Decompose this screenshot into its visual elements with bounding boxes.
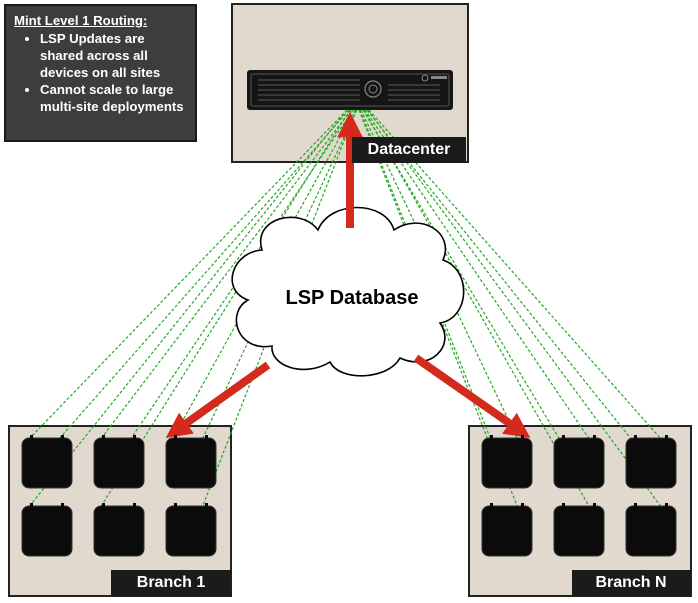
update-arrows (165, 111, 531, 438)
access-point-device (625, 435, 677, 489)
access-point-device (21, 435, 73, 489)
access-point-device (93, 503, 145, 557)
info-box-bullet: LSP Updates are shared across all device… (40, 30, 187, 81)
info-box-title: Mint Level 1 Routing: (14, 13, 148, 28)
server-appliance (247, 70, 453, 110)
access-point-device (93, 435, 145, 489)
access-point-device (553, 503, 605, 557)
power-button-icon (364, 80, 382, 98)
access-point-device (165, 503, 217, 557)
info-box: Mint Level 1 Routing: LSP Updates are sh… (4, 4, 197, 142)
arrow-to-branch-1 (165, 361, 271, 438)
access-point-device (625, 503, 677, 557)
info-box-list: LSP Updates are shared across all device… (14, 30, 187, 115)
access-point-device (553, 435, 605, 489)
branch-1-label: Branch 1 (111, 570, 231, 596)
access-point-device (165, 435, 217, 489)
arrow-to-branch-n (413, 354, 531, 438)
access-point-device (481, 503, 533, 557)
branch-n-label: Branch N (572, 570, 690, 596)
cloud-label: LSP Database (285, 287, 419, 309)
access-point-device (21, 503, 73, 557)
brand-logo-icon (421, 74, 429, 82)
access-point-device (481, 435, 533, 489)
branch-1-devices (21, 435, 217, 557)
info-box-bullet: Cannot scale to large multi-site deploym… (40, 81, 187, 115)
datacenter-label: Datacenter (352, 137, 466, 163)
branch-n-devices (481, 435, 677, 557)
